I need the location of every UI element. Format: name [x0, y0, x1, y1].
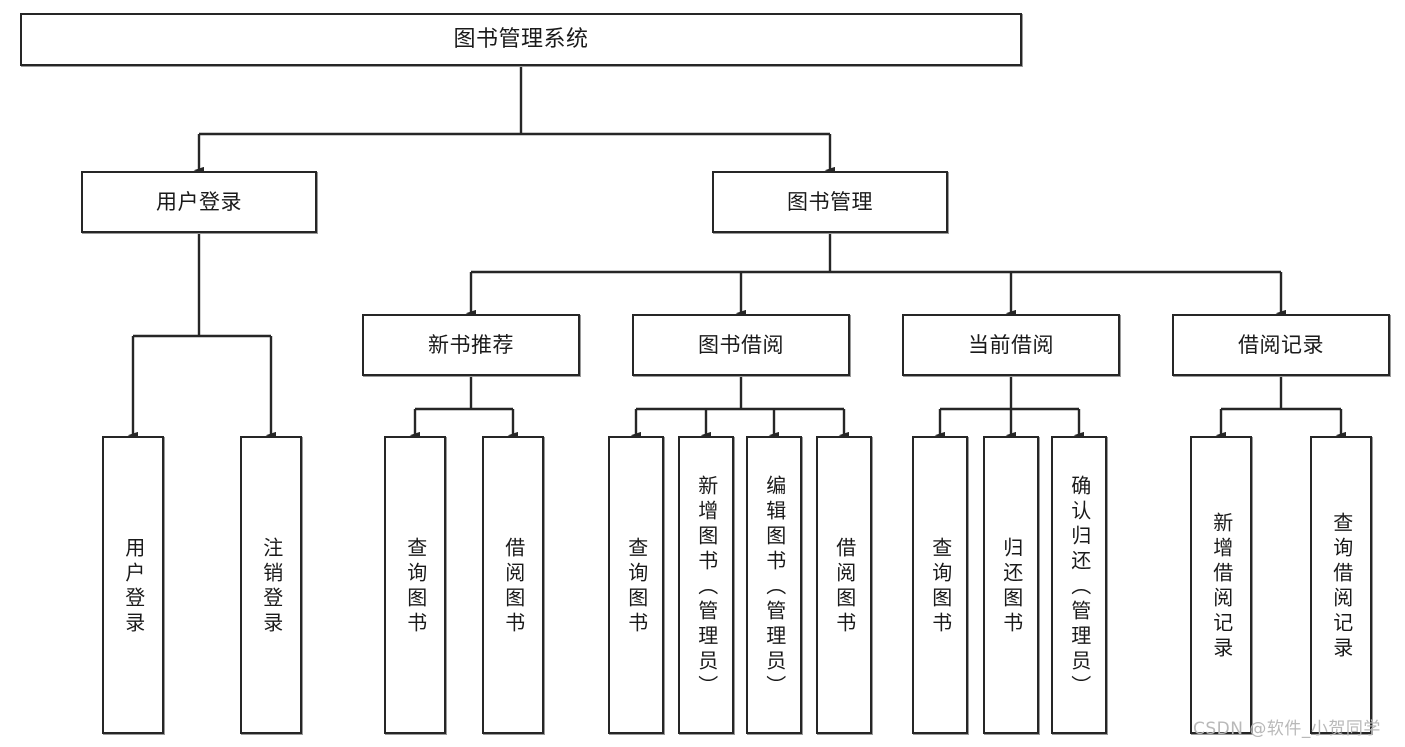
node-label: 查询借阅记录 [1329, 512, 1354, 662]
node-leaf-4: 借阅图书 [482, 436, 544, 734]
node-label: 当前借阅 [968, 332, 1054, 357]
node-label: 图书借阅 [698, 332, 784, 357]
node-label: 图书管理系统 [453, 26, 589, 52]
node-book-borrow: 图书借阅 [632, 314, 850, 376]
node-leaf-5: 查询图书 [608, 436, 664, 734]
node-label: 确认归还（管理员） [1067, 474, 1092, 700]
node-leaf-13: 查询借阅记录 [1310, 436, 1372, 734]
node-leaf-12: 新增借阅记录 [1190, 436, 1252, 734]
node-label: 借阅记录 [1238, 332, 1324, 357]
node-label: 查询图书 [403, 537, 428, 637]
node-label: 用户登录 [156, 189, 242, 214]
node-leaf-8: 借阅图书 [816, 436, 872, 734]
node-new-rec: 新书推荐 [362, 314, 580, 376]
node-leaf-6: 新增图书（管理员） [678, 436, 734, 734]
node-label: 编辑图书（管理员） [762, 474, 787, 700]
node-leaf-3: 查询图书 [384, 436, 446, 734]
node-book-manage: 图书管理 [712, 171, 948, 233]
node-leaf-11: 确认归还（管理员） [1051, 436, 1107, 734]
node-user-login: 用户登录 [81, 171, 317, 233]
node-label: 新书推荐 [428, 332, 514, 357]
node-label: 借阅图书 [832, 537, 857, 637]
node-label: 注销登录 [259, 537, 284, 637]
node-label: 查询图书 [624, 537, 649, 637]
node-leaf-9: 查询图书 [912, 436, 968, 734]
node-label: 借阅图书 [501, 537, 526, 637]
node-leaf-2: 注销登录 [240, 436, 302, 734]
node-cur-borrow: 当前借阅 [902, 314, 1120, 376]
node-leaf-7: 编辑图书（管理员） [746, 436, 802, 734]
node-label: 新增图书（管理员） [694, 474, 719, 700]
node-label: 新增借阅记录 [1209, 512, 1234, 662]
node-label: 用户登录 [121, 537, 146, 637]
watermark: CSDN @软件_小贺同学 [1193, 719, 1381, 739]
node-label: 图书管理 [787, 189, 873, 214]
node-borrow-log: 借阅记录 [1172, 314, 1390, 376]
edge-group [127, 66, 1347, 439]
node-leaf-10: 归还图书 [983, 436, 1039, 734]
node-leaf-1: 用户登录 [102, 436, 164, 734]
node-root: 图书管理系统 [20, 13, 1022, 66]
node-label: 查询图书 [928, 537, 953, 637]
node-label: 归还图书 [999, 537, 1024, 637]
